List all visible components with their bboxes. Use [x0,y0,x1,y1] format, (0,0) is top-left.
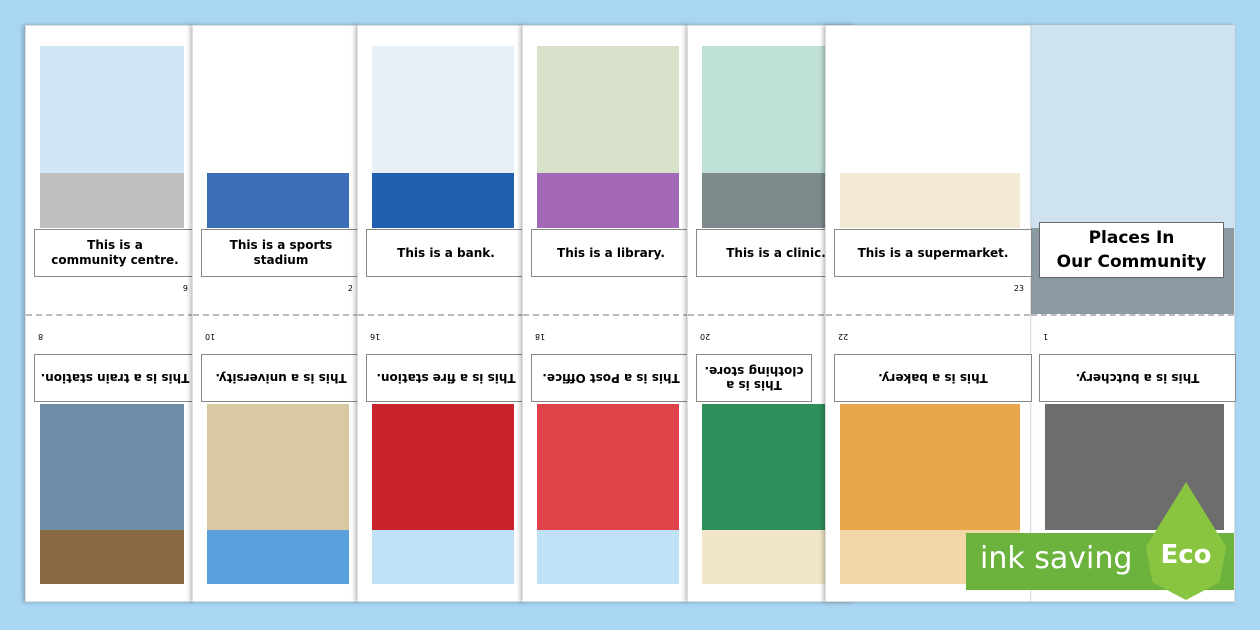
fold-line [193,314,359,316]
illustration-ground [537,530,679,584]
place-illustration [40,46,184,228]
illustration-ground [372,173,514,228]
card-caption-upside-down: This is a clothing store. [696,354,812,402]
page-number-upside-down: 18 [535,332,546,341]
illustration-ground [207,173,349,228]
fold-line [358,314,524,316]
page-number-upside-down: 10 [205,332,216,341]
place-card: This is a bank. This is a fire station. 16 [357,25,526,602]
fold-line [688,314,854,316]
card-caption: This is a bank. [366,229,526,277]
page-number: 9 [182,284,188,293]
ink-saving-label: ink saving [980,541,1133,576]
illustration-ground [40,173,184,228]
card-caption: This is a community centre. [34,229,196,277]
illustration-ground [840,173,1020,228]
place-illustration-upside-down [702,404,844,584]
card-caption-upside-down: This is a butchery. [1039,354,1236,402]
fold-line [26,314,194,316]
fold-line [523,314,689,316]
eco-label: Eco [1160,540,1212,570]
page-number-upside-down: 8 [38,332,44,341]
page-number-upside-down: 16 [370,332,381,341]
fold-line [826,314,1030,316]
place-illustration-upside-down [40,404,184,584]
illustration-ground [702,173,844,228]
place-illustration-upside-down [537,404,679,584]
place-illustration [702,46,844,228]
title-box: Places In Our Community [1039,222,1224,278]
place-card: This is a library. This is a Post Office.… [522,25,691,602]
place-illustration-upside-down [207,404,349,584]
illustration-ground [207,530,349,584]
fold-line [1031,314,1234,316]
page-number-upside-down: 1 [1043,332,1049,341]
illustration-ground [702,530,844,584]
card-caption-upside-down: This is a university. [201,354,361,402]
place-illustration [537,46,679,228]
card-caption-upside-down: This is a train station. [34,354,196,402]
card-caption-upside-down: This is a bakery. [834,354,1032,402]
place-illustration [372,46,514,228]
card-caption: This is a library. [531,229,691,277]
place-illustration [840,46,1020,228]
place-illustration [207,46,349,228]
card-caption: This is a supermarket. [834,229,1032,277]
illustration-ground [537,173,679,228]
card-caption-upside-down: This is a fire station. [366,354,526,402]
page-number: 23 [1013,284,1024,293]
illustration-ground [40,530,184,584]
page-number: 2 [347,284,353,293]
card-caption-upside-down: This is a Post Office. [531,354,691,402]
illustration-ground [372,530,514,584]
place-illustration-upside-down [372,404,514,584]
page-number-upside-down: 20 [700,332,711,341]
page-number-upside-down: 22 [838,332,849,341]
card-caption: This is a sports stadium [201,229,361,277]
